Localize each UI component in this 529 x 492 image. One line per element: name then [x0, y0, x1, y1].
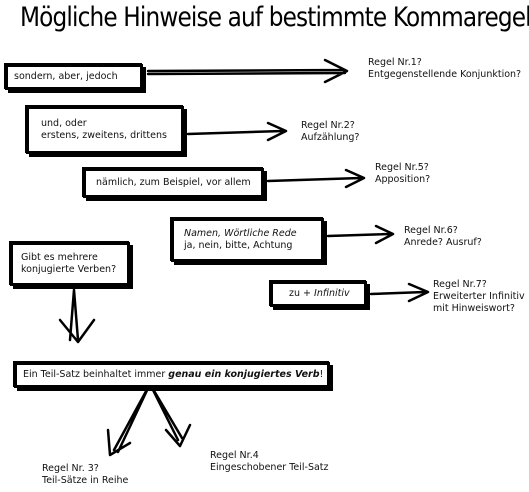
label-regel-4: Regel Nr.4 Eingeschobener Teil-Satz	[210, 450, 329, 474]
label-regel-6: Regel Nr.6? Anrede? Ausruf?	[404, 225, 482, 249]
zu-infinitiv: Infinitiv	[314, 288, 350, 299]
regel-6-title: Regel Nr.6?	[404, 225, 458, 236]
label-regel-5: Regel Nr.5? Apposition?	[375, 162, 430, 186]
arrow-regel-6	[326, 224, 395, 245]
regel-4-title: Regel Nr.4	[210, 450, 259, 461]
arrow-down-question	[58, 288, 96, 344]
regel-7-desc-line1: Erweiterter Infinitiv	[433, 291, 525, 302]
box-teilsatz-text: Ein Teil-Satz beinhaltet immer genau ein…	[23, 369, 324, 381]
box-verben-line1: Gibt es mehrere	[21, 252, 98, 263]
zu-prefix: zu +	[289, 288, 315, 299]
regel-1-title: Regel Nr.1?	[368, 57, 422, 68]
box-sondern: sondern, aber, jedoch	[5, 64, 143, 90]
box-naemlich-text: nämlich, zum Beispiel, vor allem	[96, 177, 251, 188]
regel-2-desc: Aufzählung?	[301, 132, 360, 143]
regel-5-desc: Apposition?	[375, 174, 431, 185]
arrow-regel-2	[186, 121, 288, 142]
box-namen: Namen, Wörtliche Rede ja, nein, bitte, A…	[171, 218, 324, 262]
box-zu-text: zu + Infinitiv	[289, 288, 358, 300]
box-namen-line1: Namen, Wörtliche Rede	[184, 228, 297, 239]
regel-7-title: Regel Nr.7?	[433, 279, 487, 290]
box-und: und, oder erstens, zweitens, drittens	[26, 106, 184, 154]
label-regel-2: Regel Nr.2? Aufzählung?	[301, 120, 359, 144]
arrow-regel-3	[106, 382, 152, 457]
box-und-line2: erstens, zweitens, drittens	[41, 130, 167, 141]
box-namen-line2: ja, nein, bitte, Achtung	[184, 240, 293, 251]
arrow-regel-4	[148, 382, 192, 448]
box-und-line1: und, oder	[41, 118, 87, 129]
label-regel-7: Regel Nr.7? Erweiterter Infinitiv mit Hi…	[433, 279, 525, 315]
regel-6-desc: Anrede? Ausruf?	[404, 237, 482, 248]
box-teilsatz: Ein Teil-Satz beinhaltet immer genau ein…	[14, 362, 330, 388]
arrow-regel-5	[266, 168, 366, 189]
box-verben-question: Gibt es mehrere konjugierte Verben?	[10, 242, 130, 286]
arrow-regel-1	[146, 58, 349, 84]
regel-3-desc: Teil-Sätze in Reihe	[42, 475, 129, 486]
teilsatz-suffix: !	[319, 369, 324, 380]
label-regel-1: Regel Nr.1? Entgegenstellende Konjunktio…	[368, 57, 521, 81]
box-naemlich: nämlich, zum Beispiel, vor allem	[83, 168, 264, 198]
regel-2-title: Regel Nr.2?	[301, 120, 355, 131]
box-sondern-text: sondern, aber, jedoch	[14, 71, 118, 82]
regel-5-title: Regel Nr.5?	[375, 162, 429, 173]
label-regel-3: Regel Nr. 3? Teil-Sätze in Reihe	[42, 463, 128, 487]
box-zu-infinitiv: zu + Infinitiv	[270, 281, 367, 307]
box-verben-line2: konjugierte Verben?	[21, 264, 117, 275]
teilsatz-prefix: Ein Teil-Satz beinhaltet immer	[23, 369, 169, 380]
regel-7-desc-line2: mit Hinweiswort?	[433, 303, 515, 314]
regel-1-desc: Entgegenstellende Konjunktion?	[368, 69, 522, 80]
teilsatz-emphasis: genau ein konjugiertes Verb	[168, 369, 320, 380]
page-title: Mögliche Hinweise auf bestimmte Kommareg…	[20, 2, 529, 33]
regel-4-desc: Eingeschobener Teil-Satz	[210, 462, 329, 473]
arrow-regel-7	[369, 282, 430, 303]
regel-3-title: Regel Nr. 3?	[42, 463, 99, 474]
